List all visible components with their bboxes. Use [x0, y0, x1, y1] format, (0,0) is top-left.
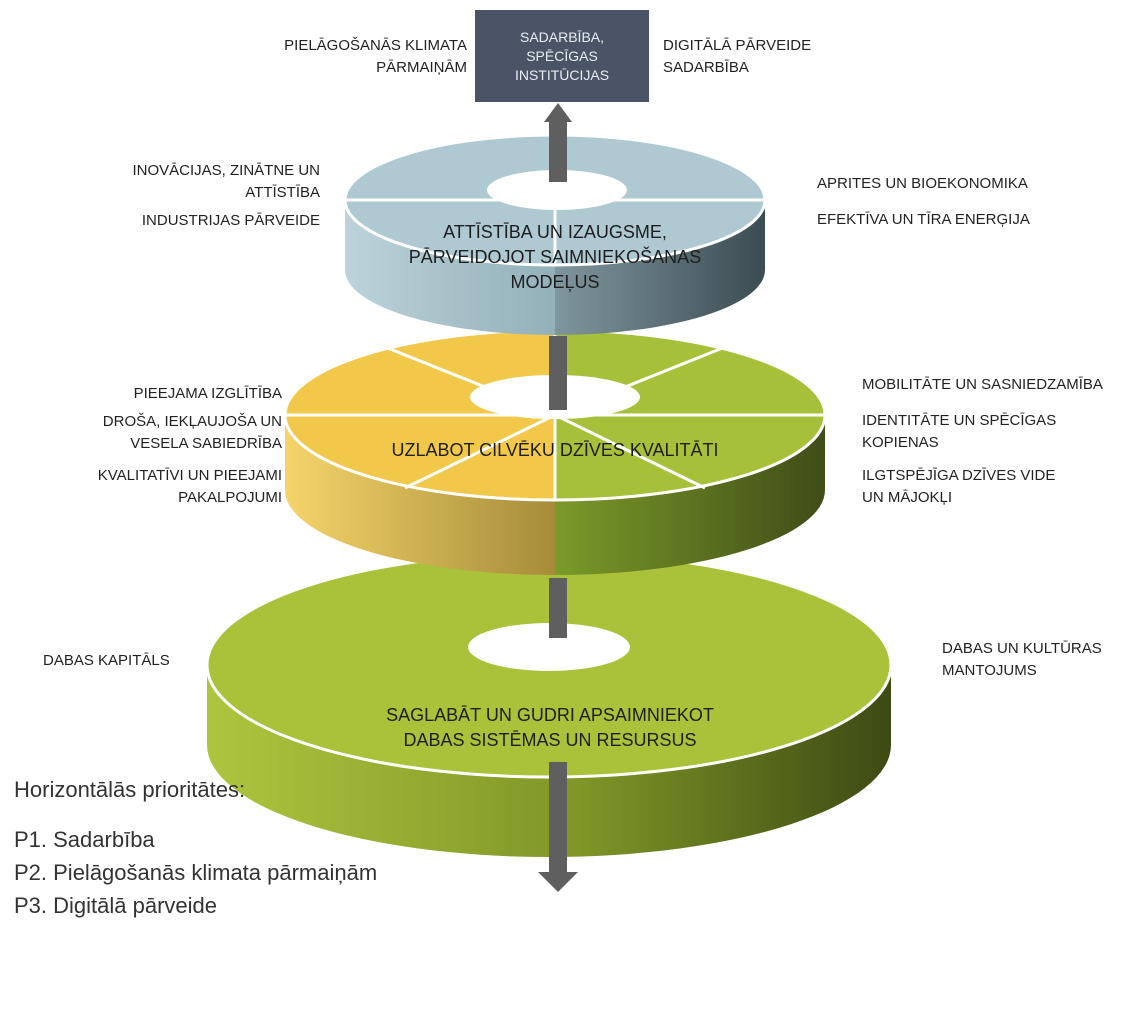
arrow-down-head	[538, 872, 578, 892]
top-left-label-line2: PĀRMAIŅĀM	[376, 59, 467, 76]
top-right-label: DIGITĀLĀ PĀRVEIDE SADARBĪBA	[663, 35, 811, 79]
tier2-right-label-b: IDENTITĀTE UN SPĒCĪGAS KOPIENAS	[862, 410, 1056, 454]
tier1-left-label-a: INOVĀCIJAS, ZINĀTNE UN ATTĪSTĪBA	[60, 160, 320, 204]
tier3-hole	[468, 623, 630, 671]
tier2-left-label-a: PIEEJAMA IZGLĪTĪBA	[133, 385, 282, 402]
tier2-left-label-b-line2: VESELA SABIEDRĪBA	[130, 435, 282, 452]
tier1-side	[345, 200, 765, 335]
tier2-left-label-b-line1: DROŠA, IEKĻAUJOŠA UN	[102, 413, 282, 430]
tier2-right-label-c-line1: ILGTSPĒJĪGA DZĪVES VIDE	[862, 467, 1056, 484]
tier3-ring	[205, 551, 893, 857]
top-left-label: PIELĀGOŠANĀS KLIMATA PĀRMAIŅĀM	[222, 35, 467, 79]
tier3-title: SAGLABĀT UN GUDRI APSAIMNIEKOT DABAS SIS…	[330, 703, 770, 753]
tier2-ring	[283, 328, 827, 575]
top-box-cooperation: SADARBĪBA, SPĒCĪGAS INSTITŪCIJAS	[475, 10, 649, 102]
tier3-left-label: DABAS KAPITĀLS	[43, 652, 170, 669]
top-right-label-line1: DIGITĀLĀ PĀRVEIDE	[663, 37, 812, 54]
tier3-right-label: DABAS UN KULTŪRAS MANTOJUMS	[942, 638, 1102, 682]
tier2-title: UZLABOT CILVĒKU DZĪVES KVALITĀTI	[391, 440, 719, 460]
legend-title: Horizontālās prioritātes:	[14, 777, 246, 802]
top-left-label-line1: PIELĀGOŠANĀS KLIMATA	[284, 37, 467, 54]
arrow-up-head	[544, 103, 572, 122]
tier1-title-line1: ATTĪSTĪBA UN IZAUGSME,	[443, 222, 667, 242]
legend-item-p2: P2. Pielāgošanās klimata pārmaiņām	[14, 860, 378, 885]
legend-item-p3: P3. Digitālā pārveide	[14, 893, 218, 918]
vertical-arrow	[538, 103, 578, 892]
tier2-right-label-a: MOBILITĀTE UN SASNIEDZAMĪBA	[862, 376, 1103, 393]
tier2-right-label-b-line2: KOPIENAS	[862, 434, 939, 451]
tier2-right-label-b-line1: IDENTITĀTE UN SPĒCĪGAS	[862, 412, 1057, 429]
tier1-left-label-a-line1: INOVĀCIJAS, ZINĀTNE UN	[132, 162, 320, 179]
tier2-right-label-c: ILGTSPĒJĪGA DZĪVES VIDE UN MĀJOKĻI	[862, 465, 1055, 509]
top-right-label-line2: SADARBĪBA	[663, 59, 749, 76]
tier2-left-label-c: KVALITATĪVI UN PIEEJAMI PAKALPOJUMI	[40, 465, 282, 509]
tier3-title-line2: DABAS SISTĒMAS UN RESURSUS	[403, 730, 697, 750]
tier2-left-label-c-line1: KVALITATĪVI UN PIEEJAMI	[97, 467, 282, 484]
tier3-side	[207, 665, 891, 857]
tier1-title-line2: PĀRVEIDOJOT SAIMNIEKOŠANAS	[408, 247, 702, 267]
legend-item-p1: P1. Sadarbība	[14, 827, 155, 852]
top-box-text: SADARBĪBA, SPĒCĪGAS INSTITŪCIJAS	[514, 28, 610, 83]
tier3-right-label-line1: DABAS UN KULTŪRAS	[942, 640, 1102, 657]
tier1-left-label-a-line2: ATTĪSTĪBA	[245, 184, 320, 201]
tier1-right-label-b: EFEKTĪVA UN TĪRA ENERĢIJA	[817, 211, 1030, 228]
tier1-hole	[487, 170, 627, 210]
tier3-title-line1: SAGLABĀT UN GUDRI APSAIMNIEKOT	[386, 705, 714, 725]
tier2-right-label-c-line2: UN MĀJOKĻI	[862, 489, 953, 506]
tier2-left-label-b: DROŠA, IEKĻAUJOŠA UN VESELA SABIEDRĪBA	[40, 411, 282, 455]
tier2-side	[285, 415, 825, 575]
horizontal-priorities-legend: Horizontālās prioritātes: P1. Sadarbība …	[14, 775, 377, 922]
tier1-title: ATTĪSTĪBA UN IZAUGSME, PĀRVEIDOJOT SAIMN…	[355, 220, 755, 295]
tier2-left-label-c-line2: PAKALPOJUMI	[178, 489, 282, 506]
tier3-right-label-line2: MANTOJUMS	[942, 662, 1037, 679]
tier1-title-line3: MODEĻUS	[510, 272, 600, 292]
tier1-right-label-a: APRITES UN BIOEKONOMIKA	[817, 175, 1028, 192]
tier1-left-label-b: INDUSTRIJAS PĀRVEIDE	[141, 212, 320, 229]
